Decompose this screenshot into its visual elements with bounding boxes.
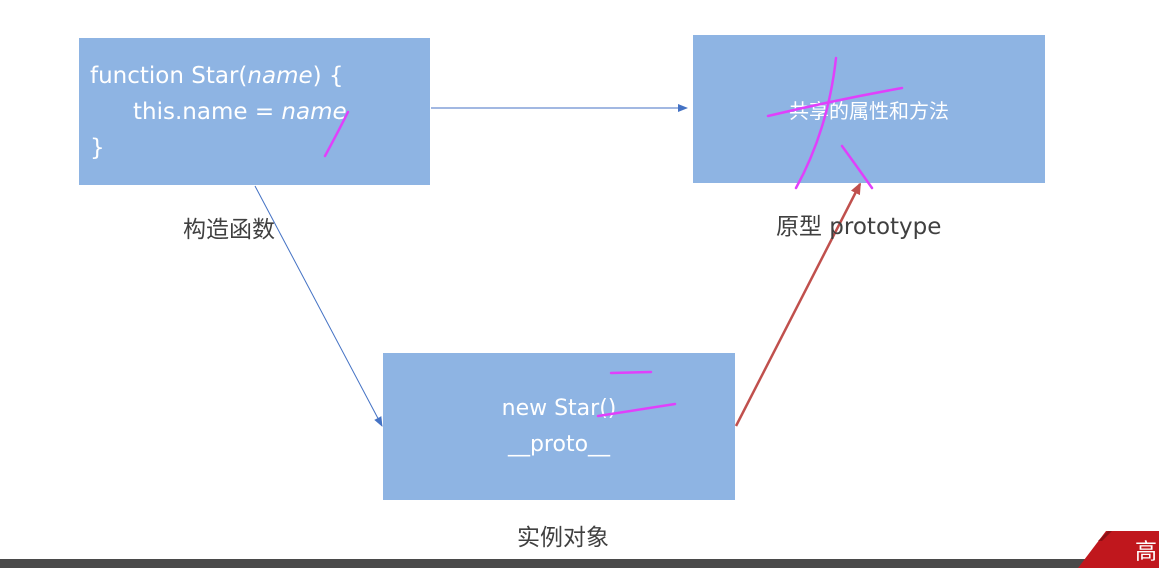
instance-box: new Star() __proto__ <box>383 353 735 500</box>
constructor-box: function Star(name) { this.name = name } <box>79 38 430 185</box>
pen-mark-prototype-cross <box>766 86 904 118</box>
caption-prototype: 原型 prototype <box>776 214 942 240</box>
instance-box-line-2: __proto__ <box>507 431 611 457</box>
arrow-constructor-to-instance <box>254 185 383 427</box>
arrow-instance-to-prototype <box>734 182 862 427</box>
prototype-box-text: 共享的属性和方法 <box>789 98 949 123</box>
constructor-code-line-2: this.name = name <box>133 99 347 125</box>
caption-constructor: 构造函数 <box>183 217 275 243</box>
pen-mark-name-slash <box>323 110 350 158</box>
logo-shape <box>1078 531 1159 568</box>
pen-mark-prototype-stem <box>794 56 838 190</box>
logo-text: 高 <box>1134 540 1157 565</box>
bottom-bar <box>0 559 1159 568</box>
pen-mark-instance-strike <box>596 402 677 418</box>
pen-mark-instance-over <box>609 370 653 375</box>
caption-instance: 实例对象 <box>517 525 609 551</box>
constructor-code-line-1: function Star(name) { <box>90 63 344 89</box>
logo-badge: 高 <box>1078 531 1159 568</box>
pen-mark-prototype-leg <box>840 144 874 190</box>
constructor-code-line-3: } <box>90 135 105 161</box>
prototype-box: 共享的属性和方法 <box>693 35 1045 183</box>
